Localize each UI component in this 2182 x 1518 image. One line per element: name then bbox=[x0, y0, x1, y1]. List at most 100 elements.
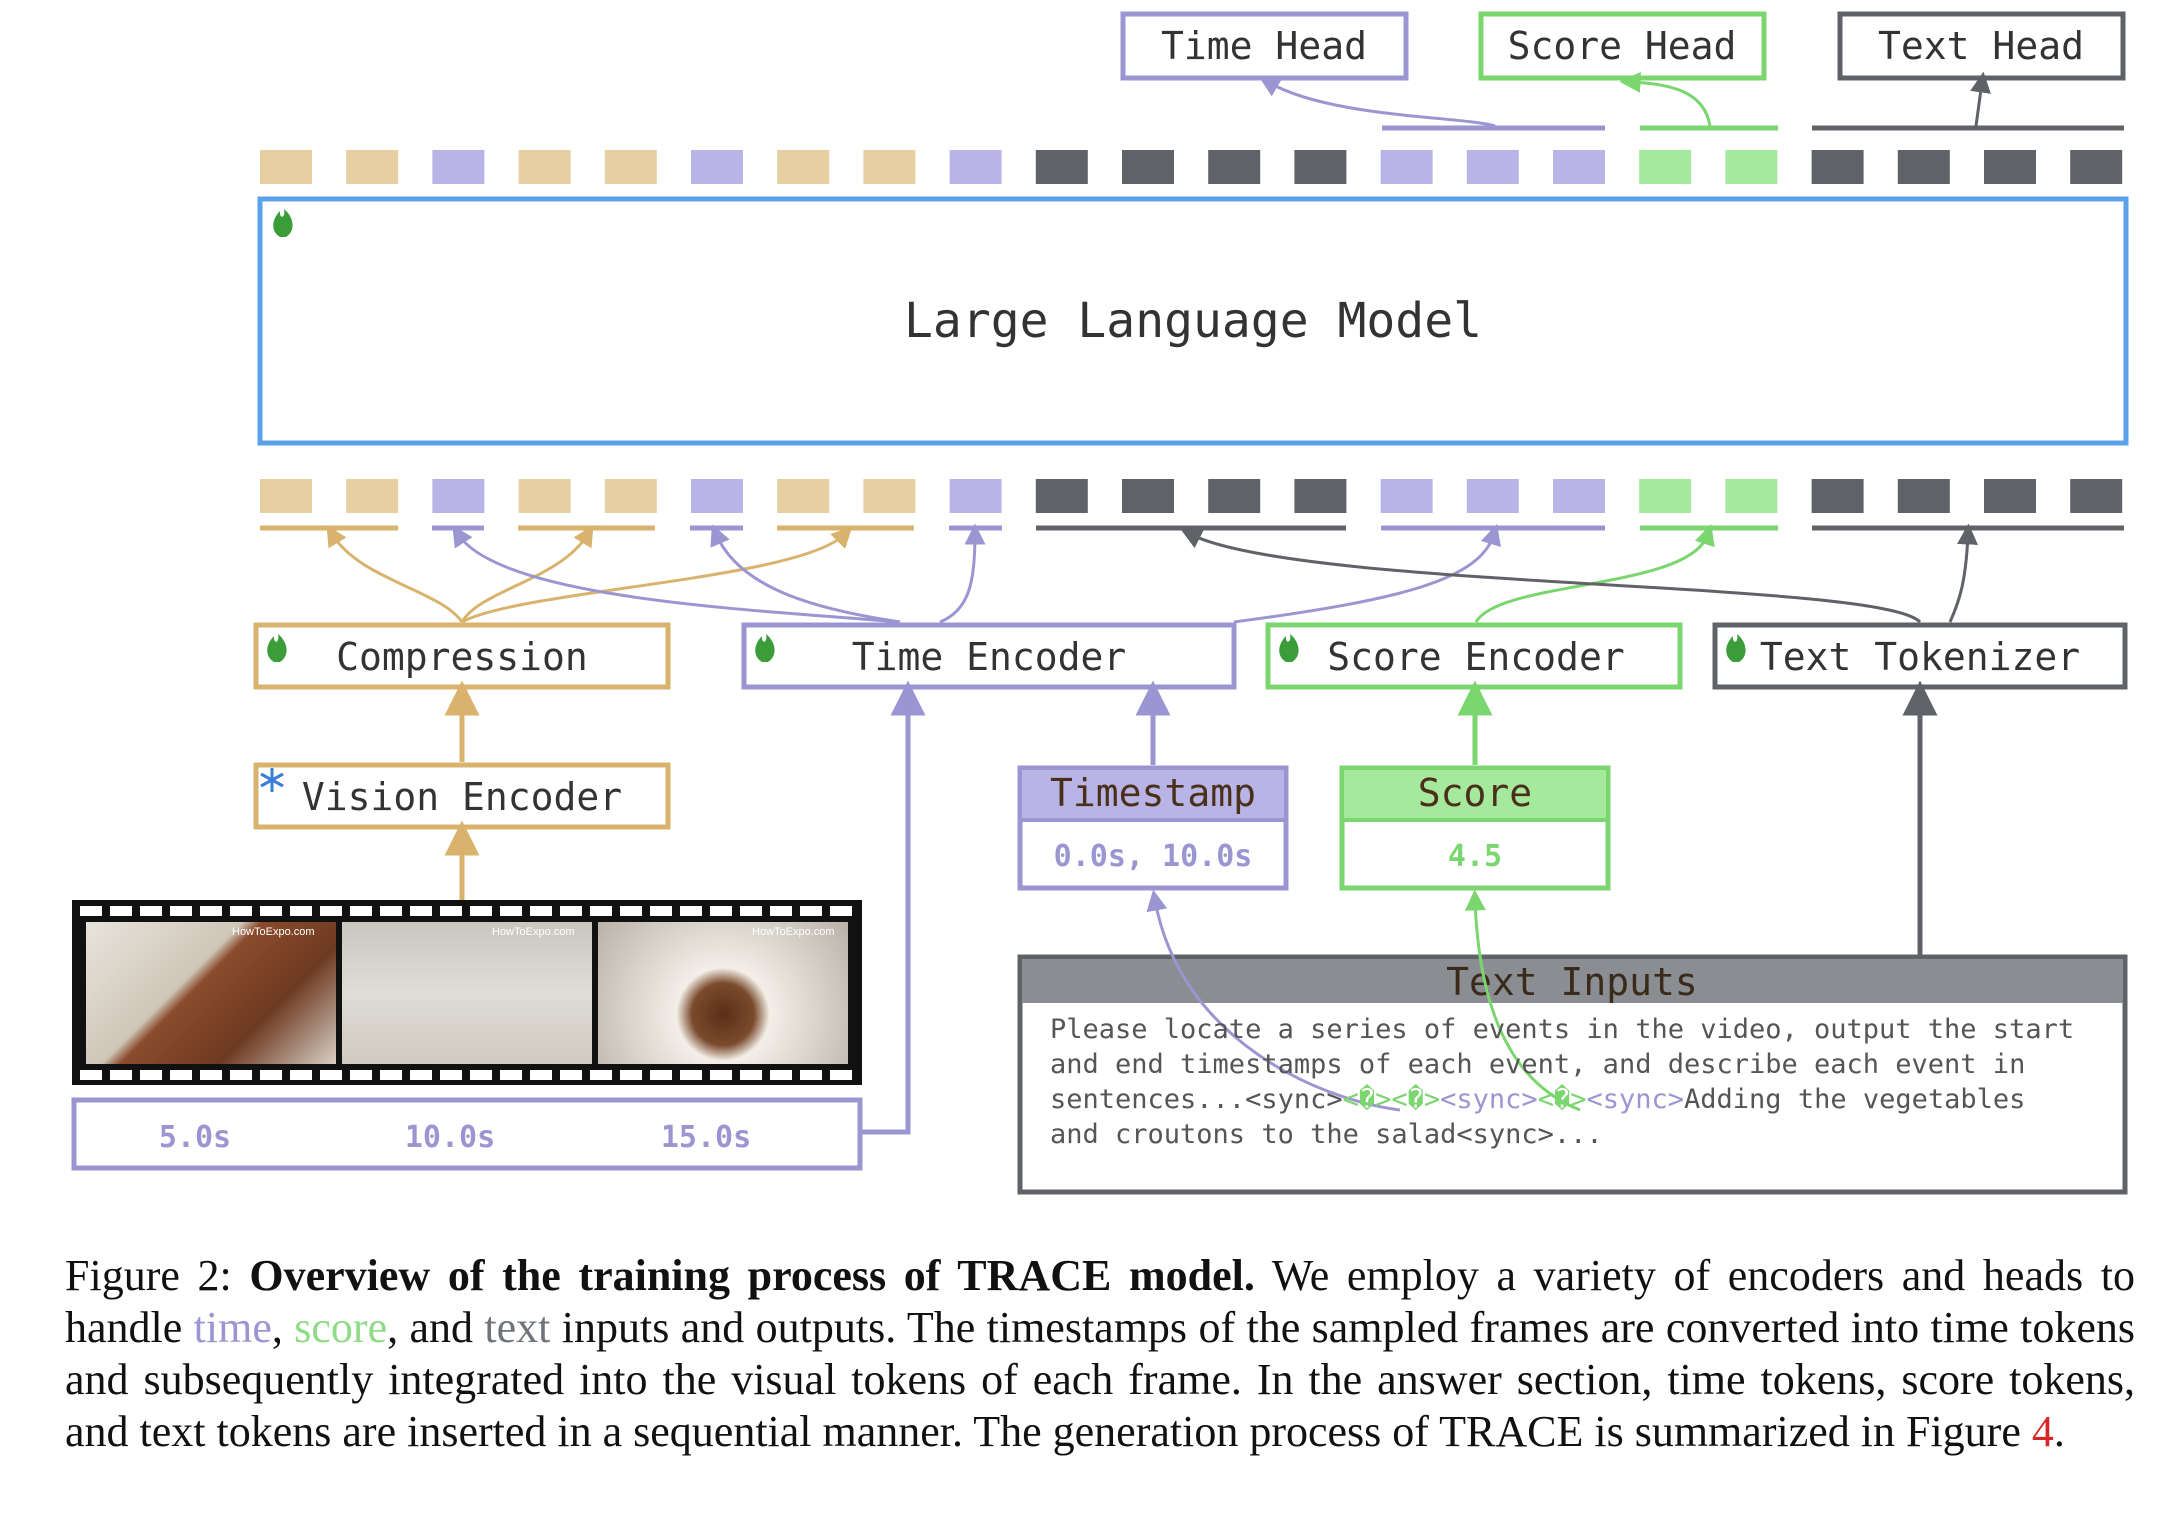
tokenizer-to-text-2 bbox=[1948, 523, 1979, 623]
time-enc-to-time-2 bbox=[710, 524, 901, 624]
text-head-arrow bbox=[1970, 71, 1991, 127]
film-perforation bbox=[650, 1070, 672, 1080]
text-token bbox=[2070, 150, 2123, 184]
film-perforation bbox=[80, 1070, 102, 1080]
text-token bbox=[1208, 150, 1261, 184]
trainable-flame-icon bbox=[1279, 634, 1299, 662]
time-token bbox=[949, 479, 1002, 513]
film-perforation bbox=[590, 1070, 612, 1080]
vision-token bbox=[346, 150, 399, 184]
frame-time-3: 15.0s bbox=[661, 1120, 751, 1155]
film-perforation bbox=[410, 906, 432, 916]
sync-to-score-curve bbox=[1464, 889, 1581, 1112]
film-perforation bbox=[680, 906, 702, 916]
score-token-placeholder: <�><�> bbox=[1342, 1084, 1441, 1115]
film-perforation bbox=[830, 1070, 852, 1080]
video-frames-strip: HowToExpo.com HowToExpo.com HowToExpo.co… bbox=[72, 900, 862, 1085]
time-token bbox=[691, 150, 743, 184]
text-token bbox=[1035, 479, 1088, 513]
vision-token bbox=[518, 150, 571, 184]
film-perforation bbox=[320, 906, 342, 916]
score-value: 4.5 bbox=[1448, 839, 1502, 874]
text-token bbox=[1208, 479, 1261, 513]
text-tokenizer-box bbox=[1712, 622, 2128, 690]
frame-watermark-2: HowToExpo.com bbox=[492, 926, 575, 938]
film-perforation bbox=[800, 906, 822, 916]
time-token bbox=[1466, 150, 1519, 184]
text-token bbox=[1122, 479, 1174, 513]
film-perforation bbox=[470, 906, 492, 916]
caption-figure-ref: 4 bbox=[2031, 1407, 2054, 1456]
time-token bbox=[1553, 150, 1605, 184]
film-perforation bbox=[440, 1070, 462, 1080]
text-token bbox=[1984, 150, 2036, 184]
film-perforation bbox=[380, 1070, 402, 1080]
film-perforation bbox=[530, 1070, 552, 1080]
film-perforation bbox=[470, 1070, 492, 1080]
film-perforation bbox=[770, 906, 792, 916]
caption-text-word: text bbox=[484, 1303, 551, 1352]
caption-sep2: , and bbox=[387, 1303, 485, 1352]
score-header bbox=[1344, 770, 1606, 820]
text-input-line-3a: sentences...<sync> bbox=[1050, 1084, 1343, 1115]
text-token bbox=[1294, 150, 1347, 184]
input-token-row bbox=[260, 479, 2123, 513]
film-perforation bbox=[260, 906, 282, 916]
vision-token bbox=[777, 150, 830, 184]
film-perforation bbox=[380, 906, 402, 916]
frozen-snowflake-icon bbox=[260, 768, 284, 792]
frame-image-3 bbox=[598, 922, 848, 1064]
caption-sep1: , bbox=[271, 1303, 295, 1352]
film-perforation bbox=[710, 906, 732, 916]
film-perforation bbox=[440, 906, 462, 916]
time-enc-to-time-3 bbox=[939, 523, 986, 624]
text-token bbox=[1984, 479, 2036, 513]
score-token bbox=[1639, 150, 1692, 184]
score-encoder-label: Score Encoder bbox=[1327, 635, 1624, 679]
film-perforation bbox=[230, 1070, 252, 1080]
vision-token bbox=[518, 479, 571, 513]
time-token bbox=[949, 150, 1002, 184]
film-perforation bbox=[710, 1070, 732, 1080]
sync-token: <sync> bbox=[1586, 1084, 1685, 1115]
film-perforation bbox=[320, 1070, 342, 1080]
caption-time-word: time bbox=[193, 1303, 272, 1352]
film-perforation bbox=[680, 1070, 702, 1080]
film-perforation bbox=[260, 1070, 282, 1080]
compression-to-vision-3 bbox=[461, 526, 853, 624]
text-token bbox=[1122, 150, 1174, 184]
vision-token bbox=[604, 150, 657, 184]
film-perforation bbox=[80, 906, 102, 916]
time-head-arrow bbox=[1258, 76, 1496, 128]
film-perforation bbox=[500, 906, 522, 916]
vision-token bbox=[346, 479, 399, 513]
film-perforation bbox=[740, 1070, 762, 1080]
text-token bbox=[1897, 479, 1950, 513]
text-token bbox=[1811, 479, 1864, 513]
film-perforation bbox=[800, 1070, 822, 1080]
film-perforation bbox=[410, 1070, 432, 1080]
frame-watermark-3: HowToExpo.com bbox=[752, 926, 835, 938]
time-token bbox=[1553, 479, 1605, 513]
vision-token bbox=[863, 479, 916, 513]
time-token bbox=[1380, 150, 1433, 184]
film-perforation bbox=[170, 906, 192, 916]
text-token bbox=[1294, 479, 1347, 513]
text-inputs-content: Please locate a series of events in the … bbox=[1050, 1012, 2110, 1152]
score-token bbox=[1725, 150, 1778, 184]
film-perforation bbox=[560, 1070, 582, 1080]
compression-to-vision-2 bbox=[460, 525, 594, 623]
film-perforation bbox=[140, 1070, 162, 1080]
vision-token bbox=[260, 479, 312, 513]
film-perforation bbox=[140, 906, 162, 916]
vision-token bbox=[863, 150, 916, 184]
film-perforation bbox=[110, 1070, 132, 1080]
score-token bbox=[1639, 479, 1692, 513]
time-enc-to-time-4 bbox=[1233, 523, 1501, 624]
frame-watermark-1: HowToExpo.com bbox=[232, 926, 315, 938]
time-token bbox=[691, 479, 743, 513]
trainable-flame-icon bbox=[267, 634, 287, 662]
time-encoder-box bbox=[741, 622, 1237, 690]
frame-time-2: 10.0s bbox=[405, 1120, 495, 1155]
text-token bbox=[1035, 150, 1088, 184]
